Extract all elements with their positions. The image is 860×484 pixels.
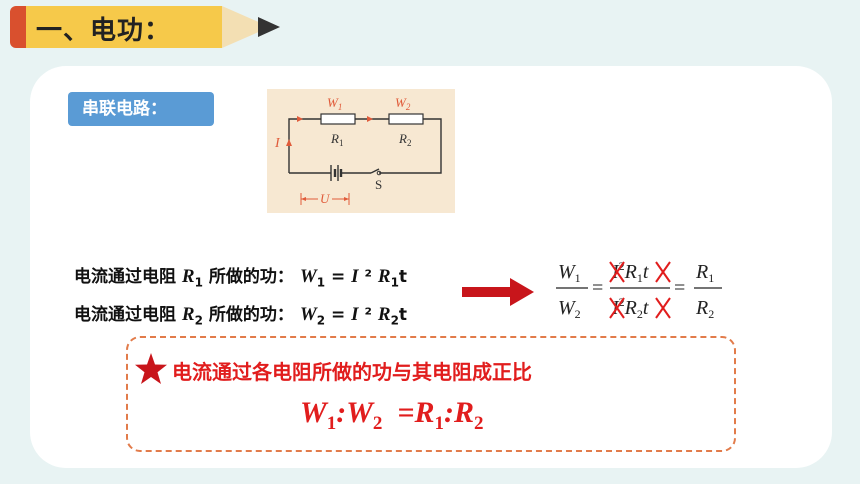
ratio-eq1: = xyxy=(592,277,603,299)
series-circuit-badge: 串联电路： xyxy=(68,92,214,126)
proportion-statement: 电流通过各电阻所做的功与其电阻成正比 xyxy=(172,360,532,384)
page-title: 一、电功： xyxy=(36,16,172,46)
work-equation-r2: 电流通过电阻 R2 所做的功： W2 = I ² R2t xyxy=(74,304,408,328)
star-icon xyxy=(135,353,167,384)
ratio-w2: W2 xyxy=(558,297,581,321)
right-arrow-icon xyxy=(462,278,534,306)
ratio-w1: W1 xyxy=(558,261,581,285)
conclusion-box xyxy=(126,336,736,452)
circuit-label-switch: S xyxy=(375,177,382,192)
circuit-label-w2: W2 xyxy=(395,95,411,112)
circuit-label-w1: W1 xyxy=(327,95,342,112)
circuit-svg: W1 W2 R1 R2 I U S xyxy=(274,95,442,206)
pencil-eraser xyxy=(10,6,26,48)
pencil-lead xyxy=(258,17,280,37)
circuit-label-r1: R1 xyxy=(330,131,343,148)
work-ratio-result: W1:W2 =R1:R2 xyxy=(300,396,484,434)
title-banner: 一、电功： xyxy=(0,0,300,60)
circuit-diagram: W1 W2 R1 R2 I U S xyxy=(267,89,455,213)
circuit-label-current: I xyxy=(274,136,281,151)
pencil-icon xyxy=(26,6,222,48)
circuit-label-r2: R2 xyxy=(398,131,411,148)
circuit-label-voltage: U xyxy=(320,191,331,206)
ratio-eq2: = xyxy=(674,277,685,299)
work-equation-r1: 电流通过电阻 R1 所做的功： W1 = I ² R1t xyxy=(74,266,408,290)
ratio-r1: R1 xyxy=(695,261,714,285)
cancel-marks xyxy=(609,261,671,319)
ratio-r2: R2 xyxy=(695,297,714,321)
